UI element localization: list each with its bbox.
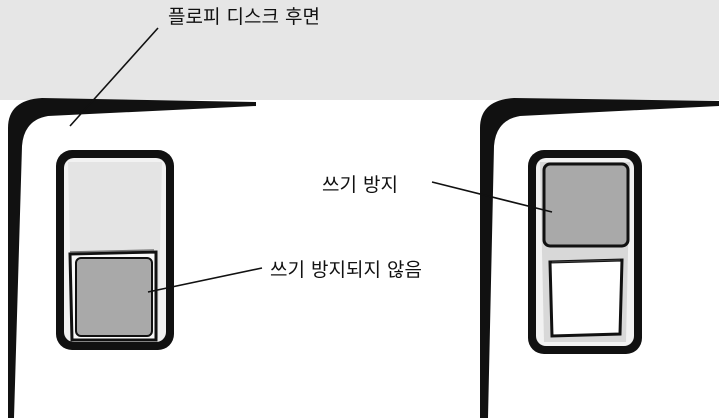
- label-write-unprotected: 쓰기 방지되지 않음: [270, 259, 422, 281]
- right-shutter: [542, 162, 630, 248]
- background-band: [0, 0, 719, 100]
- label-floppy-back: 플로피 디스크 후면: [168, 6, 320, 28]
- leader-write-protected: [431, 181, 553, 213]
- leader-floppy-back: [69, 27, 159, 127]
- leader-write-unprotected: [147, 267, 263, 293]
- label-write-protected: 쓰기 방지: [322, 174, 398, 196]
- left-shutter: [75, 257, 153, 337]
- left-write-protect-slot: [56, 150, 174, 350]
- right-write-protect-slot: [528, 150, 642, 354]
